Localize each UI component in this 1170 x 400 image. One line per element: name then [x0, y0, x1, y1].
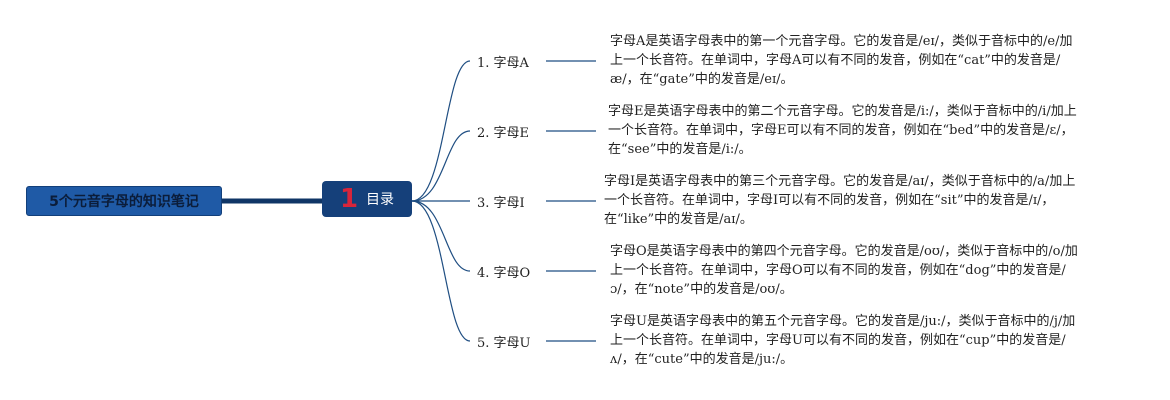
note-line: 在“like”中的发音是/aɪ/。 — [604, 212, 753, 227]
note-line: 上一个长音符。在单词中，字母U可以有不同的发音，例如在“cup”中的发音是/ — [610, 333, 1066, 348]
hub-topic-label: 目录 — [366, 192, 395, 208]
root-topic[interactable]: 5个元音字母的知识笔记 — [26, 186, 222, 216]
note-line: 字母E是英语字母表中的第二个元音字母。它的发音是/i:/，类似于音标中的/i/加… — [608, 104, 1077, 119]
note-line: 字母O是英语字母表中的第四个元音字母。它的发音是/oʊ/，类似于音标中的/o/加 — [610, 244, 1078, 259]
note-line: ɔ/，在“note”中的发音是/oʊ/。 — [610, 282, 793, 297]
note-line: 一个长音符。在单词中，字母E可以有不同的发音，例如在“bed”中的发音是/ɛ/， — [608, 123, 1074, 138]
branch-note-4: 字母O是英语字母表中的第四个元音字母。它的发音是/oʊ/，类似于音标中的/o/加… — [610, 242, 1135, 299]
branch-connector-2 — [411, 130, 471, 202]
branch-note-2: 字母E是英语字母表中的第二个元音字母。它的发音是/i:/，类似于音标中的/i/加… — [608, 102, 1133, 159]
branch-note-3: 字母I是英语字母表中的第三个元音字母。它的发音是/aɪ/，类似于音标中的/a/加… — [604, 172, 1129, 229]
branch-topic-4[interactable]: 4. 字母O — [477, 266, 531, 281]
branch-connector-1 — [411, 60, 471, 202]
branch-note-5: 字母U是英语字母表中的第五个元音字母。它的发音是/ju:/，类似于音标中的/j/… — [610, 312, 1135, 369]
note-line: 在“see”中的发音是/i:/。 — [608, 142, 752, 157]
branch-topic-1[interactable]: 1. 字母A — [477, 56, 529, 71]
branch-connector-5 — [411, 200, 471, 342]
note-line: ʌ/，在“cute”中的发音是/ju:/。 — [610, 352, 794, 367]
branch-topic-5[interactable]: 5. 字母U — [477, 336, 531, 351]
hub-number-badge: 1 — [339, 184, 359, 214]
hub-topic-contents[interactable]: 1 目录 — [322, 181, 412, 217]
note-line: 上一个长音符。在单词中，字母A可以有不同的发音，例如在“cat”中的发音是/ — [610, 53, 1061, 68]
note-line: 字母U是英语字母表中的第五个元音字母。它的发音是/ju:/，类似于音标中的/j/… — [610, 314, 1076, 329]
branch-note-1: 字母A是英语字母表中的第一个元音字母。它的发音是/eɪ/，类似于音标中的/e/加… — [610, 32, 1135, 89]
note-line: 上一个长音符。在单词中，字母O可以有不同的发音，例如在“dog”中的发音是/ — [610, 263, 1066, 278]
branch-connector-4 — [411, 200, 471, 272]
branch-topic-2[interactable]: 2. 字母E — [477, 126, 530, 141]
note-line: 字母A是英语字母表中的第一个元音字母。它的发音是/eɪ/，类似于音标中的/e/加 — [610, 34, 1073, 49]
root-topic-label: 5个元音字母的知识笔记 — [49, 194, 199, 210]
branch-topic-3[interactable]: 3. 字母I — [477, 196, 525, 211]
note-line: 一个长音符。在单词中，字母I可以有不同的发音，例如在“sit”中的发音是/ɪ/， — [604, 193, 1055, 208]
note-line: 字母I是英语字母表中的第三个元音字母。它的发音是/aɪ/，类似于音标中的/a/加… — [604, 174, 1076, 189]
note-line: æ/，在“gate”中的发音是/eɪ/。 — [610, 72, 794, 87]
